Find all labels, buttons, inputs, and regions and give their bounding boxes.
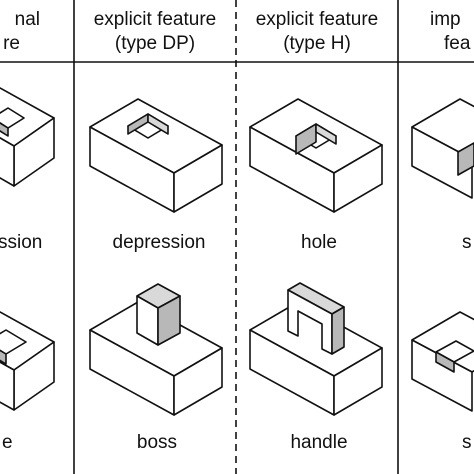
header-h-line1: explicit feature — [256, 9, 379, 30]
header-dp-line2: (type DP) — [115, 33, 195, 54]
header-implicit-line1: imp — [430, 9, 461, 30]
column-headers: nal re explicit feature (type DP) explic… — [3, 9, 471, 54]
depression-illustration — [89, 98, 223, 213]
label-implicit-top: s — [462, 232, 472, 253]
header-normal-line2: re — [3, 33, 20, 54]
feature-labels: ssion e depression boss hole handle s s — [0, 232, 472, 453]
boss-illustration — [89, 283, 223, 416]
label-hole: hole — [301, 232, 337, 253]
handle-illustration — [249, 282, 383, 416]
label-normal-top: ssion — [0, 232, 42, 253]
label-depression: depression — [113, 232, 206, 253]
normal-feature-top-illustration — [0, 87, 55, 187]
hole-illustration — [249, 98, 383, 213]
header-dp-line1: explicit feature — [94, 9, 217, 30]
implicit-feature-bottom-illustration — [411, 311, 474, 412]
label-boss: boss — [137, 432, 177, 453]
label-normal-bottom: e — [2, 432, 13, 453]
label-handle: handle — [290, 432, 347, 453]
label-implicit-bottom: s — [462, 432, 472, 453]
header-normal-line1: nal — [15, 9, 40, 30]
normal-feature-bottom-illustration — [0, 311, 55, 411]
header-implicit-line2: fea — [444, 33, 471, 54]
implicit-feature-top-illustration — [411, 98, 474, 199]
header-h-line2: (type H) — [283, 33, 351, 54]
